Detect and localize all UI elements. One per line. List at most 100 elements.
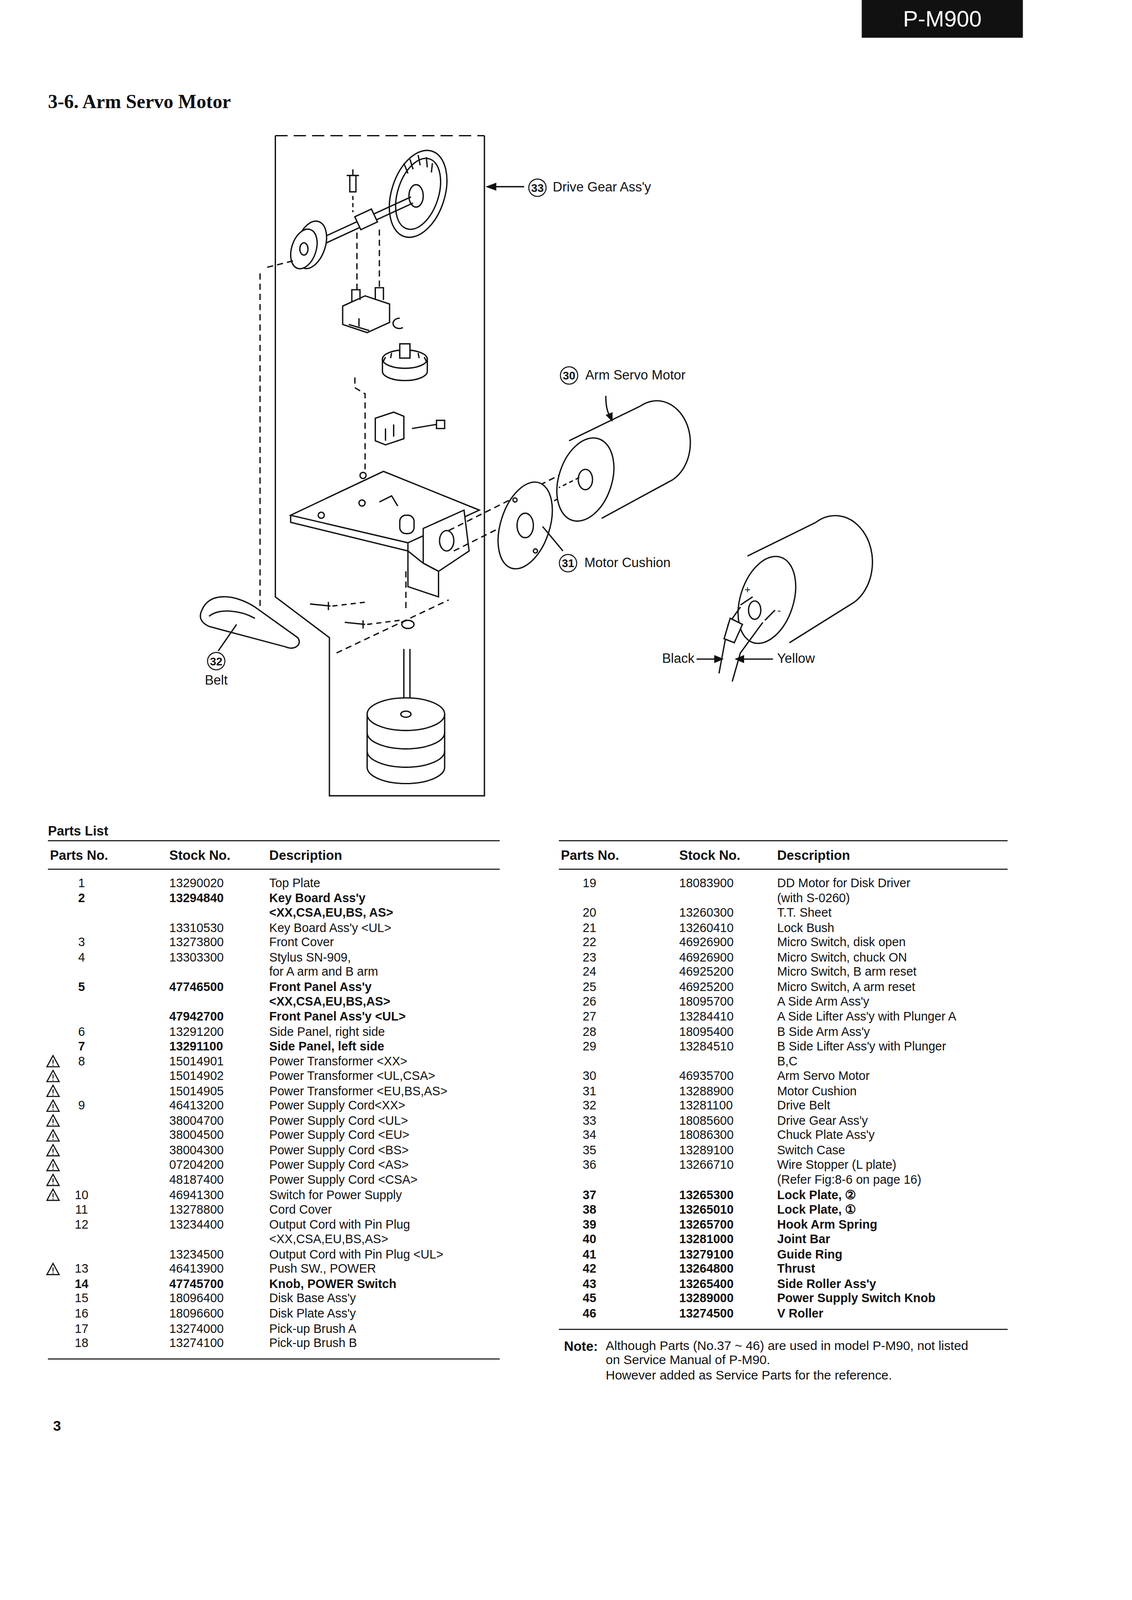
- stock-number: 18086300: [679, 1128, 734, 1142]
- part-number: 10: [74, 1187, 89, 1202]
- stock-number: 38004700: [169, 1114, 224, 1128]
- stock-number: 46941300: [169, 1187, 224, 1202]
- part-name: Arm Servo Motor: [585, 367, 686, 383]
- part-number: 15: [74, 1291, 89, 1306]
- part-number: 13: [74, 1262, 89, 1276]
- stock-number: 13234400: [169, 1217, 224, 1232]
- part-description: Lock Plate, ②: [777, 1187, 857, 1202]
- part-description: Disk Plate Ass'y: [269, 1306, 356, 1320]
- part-description: Power Supply Switch Knob: [777, 1291, 936, 1306]
- stock-number: 13303300: [169, 950, 224, 964]
- part-description: V Roller: [777, 1306, 824, 1320]
- stock-number: 13265300: [679, 1187, 734, 1202]
- stock-number: 13265700: [679, 1217, 734, 1232]
- table-header: Parts No.: [560, 848, 619, 863]
- warning-symbol: [46, 1188, 60, 1200]
- stock-number: 47746500: [169, 980, 224, 994]
- stock-number: 13234500: [169, 1247, 224, 1261]
- part-description: Thrust: [777, 1262, 816, 1276]
- stock-number: 46925200: [679, 965, 734, 979]
- table-header: Stock No.: [679, 848, 741, 863]
- stock-number: 18096400: [169, 1291, 224, 1306]
- part-name: Motor Cushion: [584, 555, 671, 571]
- stock-number: 13294840: [169, 891, 224, 905]
- part-number: 16: [74, 1306, 89, 1320]
- page-title: 3-6. Arm Servo Motor: [47, 91, 231, 114]
- part-number: 3: [78, 935, 86, 950]
- part-number: 43: [582, 1277, 597, 1291]
- note-label: Note:: [563, 1338, 598, 1354]
- part-description: Guide Ring: [777, 1247, 843, 1261]
- wire-color: Black: [662, 651, 695, 666]
- part-number: 32: [582, 1099, 597, 1113]
- stock-number: 13281100: [679, 1099, 733, 1113]
- note-text: Although Parts (No.37 ~ 46) are used in …: [605, 1339, 968, 1354]
- terminal-sign: +: [744, 583, 751, 596]
- part-name: Drive Gear Ass'y: [552, 180, 652, 195]
- part-description: Switch for Power Supply: [269, 1187, 402, 1202]
- part-number: 9: [78, 1099, 86, 1113]
- stock-number: 13290020: [169, 876, 224, 890]
- stock-number: 38004500: [169, 1128, 224, 1142]
- stock-number: 13264800: [679, 1262, 734, 1276]
- part-number: 5: [78, 980, 86, 994]
- stock-number: 47745700: [169, 1277, 224, 1291]
- part-number: 11: [75, 1202, 88, 1217]
- stock-number: 47942700: [169, 1009, 224, 1024]
- part-description: Push SW., POWER: [269, 1262, 376, 1276]
- stock-number: 15014902: [169, 1069, 224, 1083]
- warning-symbol: [46, 1114, 60, 1126]
- table-header: Description: [777, 848, 851, 863]
- stock-number: 13291200: [169, 1024, 224, 1039]
- part-number: 23: [582, 950, 597, 964]
- part-description: B Side Arm Ass'y: [777, 1024, 870, 1039]
- warning-symbol: [46, 1158, 60, 1171]
- part-description: Joint Bar: [777, 1232, 830, 1246]
- part-description: <XX,CSA,EU,BS,AS>: [269, 1232, 389, 1246]
- stock-number: 13265010: [679, 1202, 734, 1217]
- stock-number: 15014905: [169, 1084, 224, 1098]
- stock-number: 15014901: [169, 1054, 224, 1068]
- part-description: Front Panel Ass'y: [269, 980, 372, 994]
- stock-number: 13284510: [679, 1039, 734, 1053]
- part-description: Output Cord with Pin Plug <UL>: [269, 1247, 444, 1261]
- part-number: 37: [582, 1187, 597, 1202]
- part-name: Belt: [204, 672, 228, 688]
- note-text: on Service Manual of P-M90.: [605, 1353, 771, 1368]
- part-number: 7: [78, 1039, 86, 1053]
- stock-number: 18083900: [679, 876, 734, 890]
- stock-number: 13266710: [679, 1158, 734, 1172]
- part-number: 28: [582, 1024, 597, 1039]
- part-description: Hook Arm Spring: [777, 1217, 878, 1232]
- part-description: Arm Servo Motor: [777, 1069, 870, 1083]
- part-number: 42: [582, 1262, 597, 1276]
- table-header: Description: [269, 848, 343, 863]
- part-description: Lock Bush: [777, 920, 835, 935]
- part-description: A Side Arm Ass'y: [777, 995, 870, 1009]
- part-description: Side Panel, left side: [269, 1039, 385, 1053]
- part-description: Power Supply Cord <CSA>: [269, 1173, 418, 1187]
- table-header: Parts No.: [49, 848, 109, 863]
- part-description: Motor Cushion: [777, 1084, 857, 1098]
- part-description: Disk Base Ass'y: [269, 1291, 356, 1306]
- stock-number: 13274100: [169, 1336, 224, 1350]
- page-number: 3: [52, 1417, 62, 1434]
- part-number: 39: [582, 1217, 597, 1232]
- part-number: 26: [582, 995, 597, 1009]
- note-text: However added as Service Parts for the r…: [605, 1368, 892, 1383]
- part-number: 20: [582, 906, 597, 920]
- callout-number: 31: [558, 553, 578, 572]
- stock-number: 13284410: [679, 1009, 734, 1024]
- part-description: Power Supply Cord <AS>: [269, 1158, 409, 1172]
- stock-number: 48187400: [169, 1173, 224, 1187]
- part-description: <XX,CSA,EU,BS,AS>: [269, 995, 391, 1009]
- part-description: (with S-0260): [777, 891, 850, 905]
- part-number: 8: [78, 1054, 86, 1068]
- part-description: Power Supply Cord <BS>: [269, 1143, 409, 1157]
- warning-symbol: [46, 1262, 60, 1274]
- stock-number: 18095400: [679, 1024, 734, 1039]
- part-description: Knob, POWER Switch: [269, 1277, 397, 1291]
- part-description: (Refer Fig:8-6 on page 16): [777, 1173, 922, 1187]
- part-description: Side Panel, right side: [269, 1024, 385, 1039]
- part-number: 41: [582, 1247, 597, 1261]
